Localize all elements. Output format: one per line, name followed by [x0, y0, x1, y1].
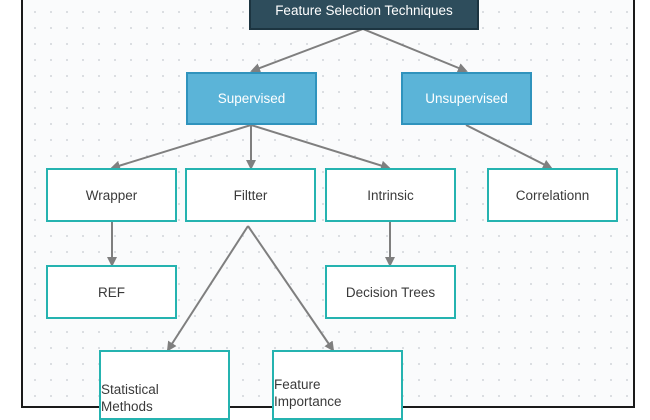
unsupervised-node[interactable]: Unsupervised: [401, 72, 532, 125]
supervised-label: Supervised: [217, 91, 286, 106]
feature-importance-label-line2: Importance: [274, 394, 342, 409]
unsupervised-label: Unsupervised: [425, 91, 508, 106]
arrow-unsupervised-to-correlation: [465, 124, 553, 169]
arrow-filter-to-feature-importance: [247, 225, 335, 352]
intrinsic-node[interactable]: Intrinsic: [325, 168, 456, 222]
statistical-methods-label-line2: Methods: [101, 399, 153, 414]
arrow-root-to-unsupervised: [362, 28, 468, 73]
ref-node[interactable]: REF: [46, 265, 177, 319]
correlation-node[interactable]: Correlationn: [487, 168, 618, 222]
root-node[interactable]: Feature Selection Techniques: [249, 0, 479, 30]
filter-label: Filtter: [233, 187, 268, 203]
intrinsic-label: Intrinsic: [367, 187, 414, 203]
decision-trees-node[interactable]: Decision Trees: [325, 265, 456, 319]
arrow-supervised-to-wrapper: [110, 124, 252, 171]
filter-node[interactable]: Filtter: [185, 168, 316, 222]
correlation-label: Correlationn: [515, 187, 590, 203]
arrow-filter-to-statistical-methods: [166, 225, 249, 352]
wrapper-label: Wrapper: [85, 187, 138, 203]
feature-importance-label-line1: Feature: [274, 377, 321, 392]
arrow-root-to-supervised: [250, 28, 364, 73]
decision-trees-label: Decision Trees: [345, 284, 436, 300]
feature-importance-node[interactable]: Feature Importance: [272, 350, 403, 420]
supervised-node[interactable]: Supervised: [186, 72, 317, 125]
arrow-supervised-to-intrinsic: [250, 124, 391, 171]
statistical-methods-label-line1: Statistical: [101, 382, 159, 397]
wrapper-node[interactable]: Wrapper: [46, 168, 177, 222]
statistical-methods-node[interactable]: Statistical Methods: [99, 350, 230, 420]
connector-layer: [107, 28, 553, 352]
root-label: Feature Selection Techniques: [275, 2, 453, 18]
ref-label: REF: [98, 284, 125, 300]
diagram-canvas: Feature Selection Techniques Supervised …: [21, 0, 635, 420]
